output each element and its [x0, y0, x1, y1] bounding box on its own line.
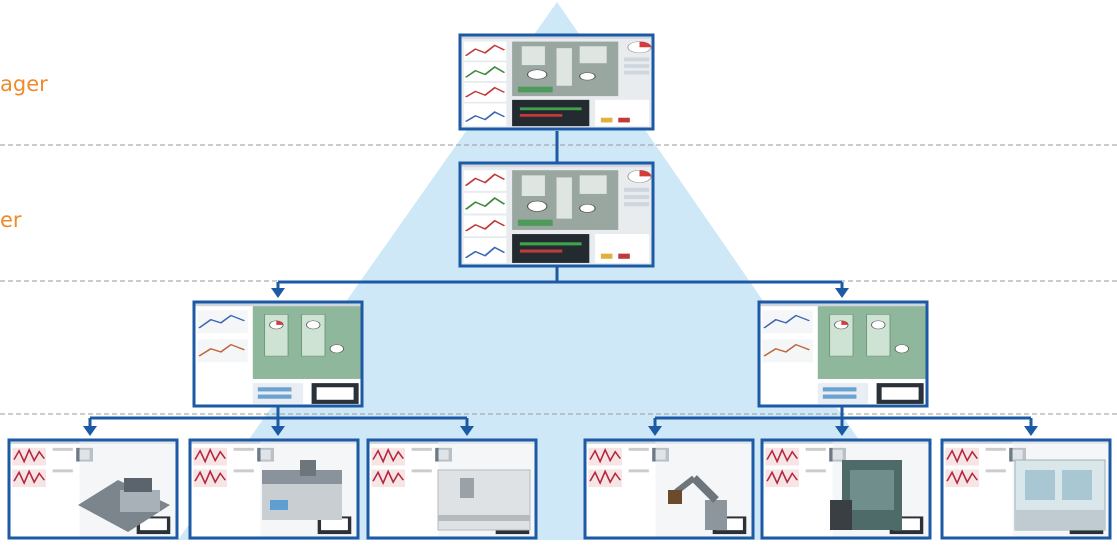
screen-machine-4 — [583, 438, 755, 540]
arrow-down-icon — [648, 426, 662, 436]
arrow-down-icon — [271, 288, 285, 298]
screen-level3-right — [757, 300, 929, 408]
screen-level3-left — [192, 300, 364, 408]
screen-level1 — [458, 33, 655, 131]
arrow-down-icon — [271, 426, 285, 436]
screen-machine-3 — [366, 438, 538, 540]
arrow-down-icon — [835, 426, 849, 436]
screen-machine-1 — [7, 438, 179, 540]
screen-machine-2 — [188, 438, 360, 540]
level-label-top: ager — [0, 72, 48, 96]
screen-machine-6 — [940, 438, 1112, 540]
screen-machine-5 — [760, 438, 932, 540]
arrow-down-icon — [83, 426, 97, 436]
screen-level2 — [458, 161, 655, 268]
arrow-down-icon — [460, 426, 474, 436]
level-label-middle: er — [0, 208, 22, 232]
hierarchy-pyramid — [178, 2, 928, 540]
arrow-down-icon — [1024, 426, 1038, 436]
arrow-down-icon — [835, 288, 849, 298]
